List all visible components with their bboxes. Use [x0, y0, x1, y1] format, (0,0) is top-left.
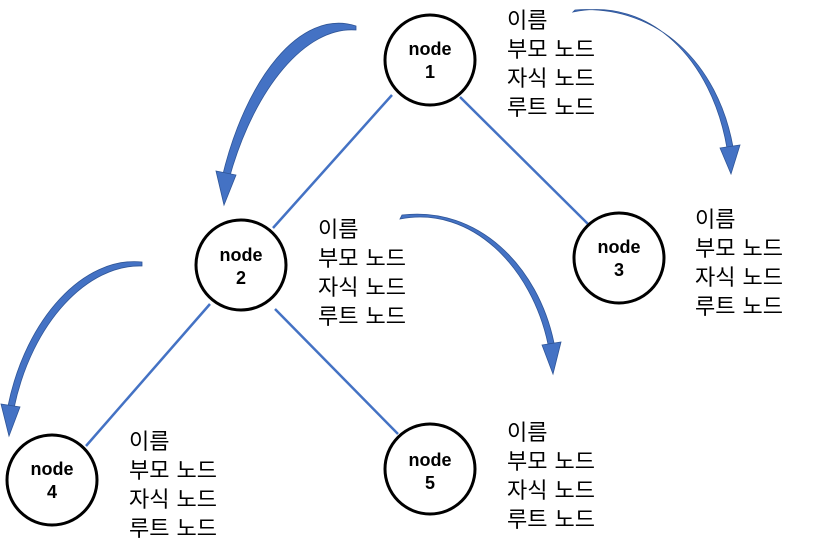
node-circle	[194, 218, 288, 312]
attribute-root: 루트 노드	[129, 517, 217, 542]
tree-nodes: node 1 node 2 node 3 node 4 node 5	[5, 13, 666, 527]
attribute-name: 이름	[507, 9, 547, 34]
curved-arrow-icon	[399, 213, 562, 376]
traversal-arrows	[0, 9, 741, 438]
attribute-children: 자식 노드	[507, 67, 595, 92]
node-circle	[5, 433, 99, 527]
node-5: node 5	[383, 422, 477, 516]
node-4: node 4	[5, 433, 99, 527]
attribute-parent: 부모 노드	[129, 459, 217, 484]
node-label: node	[220, 245, 263, 265]
attributes-node-1: 이름 부모 노드 자식 노드 루트 노드	[507, 9, 595, 121]
attribute-children: 자식 노드	[129, 488, 217, 513]
attribute-children: 자식 노드	[695, 266, 783, 291]
attribute-root: 루트 노드	[507, 96, 595, 121]
attribute-parent: 부모 노드	[695, 237, 783, 262]
attributes-node-3: 이름 부모 노드 자식 노드 루트 노드	[695, 208, 783, 320]
attribute-name: 이름	[507, 421, 547, 446]
node-number: 3	[614, 260, 624, 280]
edge-1-2	[272, 94, 393, 229]
node-1: node 1	[383, 13, 477, 107]
node-attributes: 이름 부모 노드 자식 노드 루트 노드 이름 부모 노드 자식 노드 루트 노…	[129, 9, 783, 542]
attribute-parent: 부모 노드	[318, 247, 406, 272]
node-2: node 2	[194, 218, 288, 312]
attribute-parent: 부모 노드	[507, 38, 595, 63]
attributes-node-2: 이름 부모 노드 자식 노드 루트 노드	[318, 218, 406, 330]
attributes-node-4: 이름 부모 노드 자식 노드 루트 노드	[129, 430, 217, 542]
node-label: node	[598, 237, 641, 257]
node-label: node	[409, 450, 452, 470]
attribute-root: 루트 노드	[695, 295, 783, 320]
attribute-children: 자식 노드	[318, 276, 406, 301]
node-circle	[572, 211, 666, 305]
attributes-node-5: 이름 부모 노드 자식 노드 루트 노드	[507, 421, 595, 533]
attribute-root: 루트 노드	[318, 305, 406, 330]
node-number: 5	[425, 473, 435, 493]
attribute-name: 이름	[695, 208, 735, 233]
node-3: node 3	[572, 211, 666, 305]
attribute-root: 루트 노드	[507, 508, 595, 533]
attribute-name: 이름	[129, 430, 169, 455]
curved-arrow-icon	[571, 9, 741, 176]
edge-2-5	[274, 308, 399, 435]
curved-arrow-icon	[215, 22, 357, 207]
node-circle	[383, 13, 477, 107]
node-label: node	[409, 39, 452, 59]
curved-arrow-icon	[0, 261, 143, 438]
attribute-children: 자식 노드	[507, 479, 595, 504]
node-number: 4	[47, 482, 57, 502]
edge-2-4	[85, 303, 211, 447]
attribute-name: 이름	[318, 218, 358, 243]
node-circle	[383, 422, 477, 516]
attribute-parent: 부모 노드	[507, 450, 595, 475]
node-number: 1	[425, 62, 435, 82]
node-label: node	[31, 459, 74, 479]
edge-1-3	[459, 96, 589, 225]
tree-edges	[85, 94, 589, 447]
node-number: 2	[236, 268, 246, 288]
